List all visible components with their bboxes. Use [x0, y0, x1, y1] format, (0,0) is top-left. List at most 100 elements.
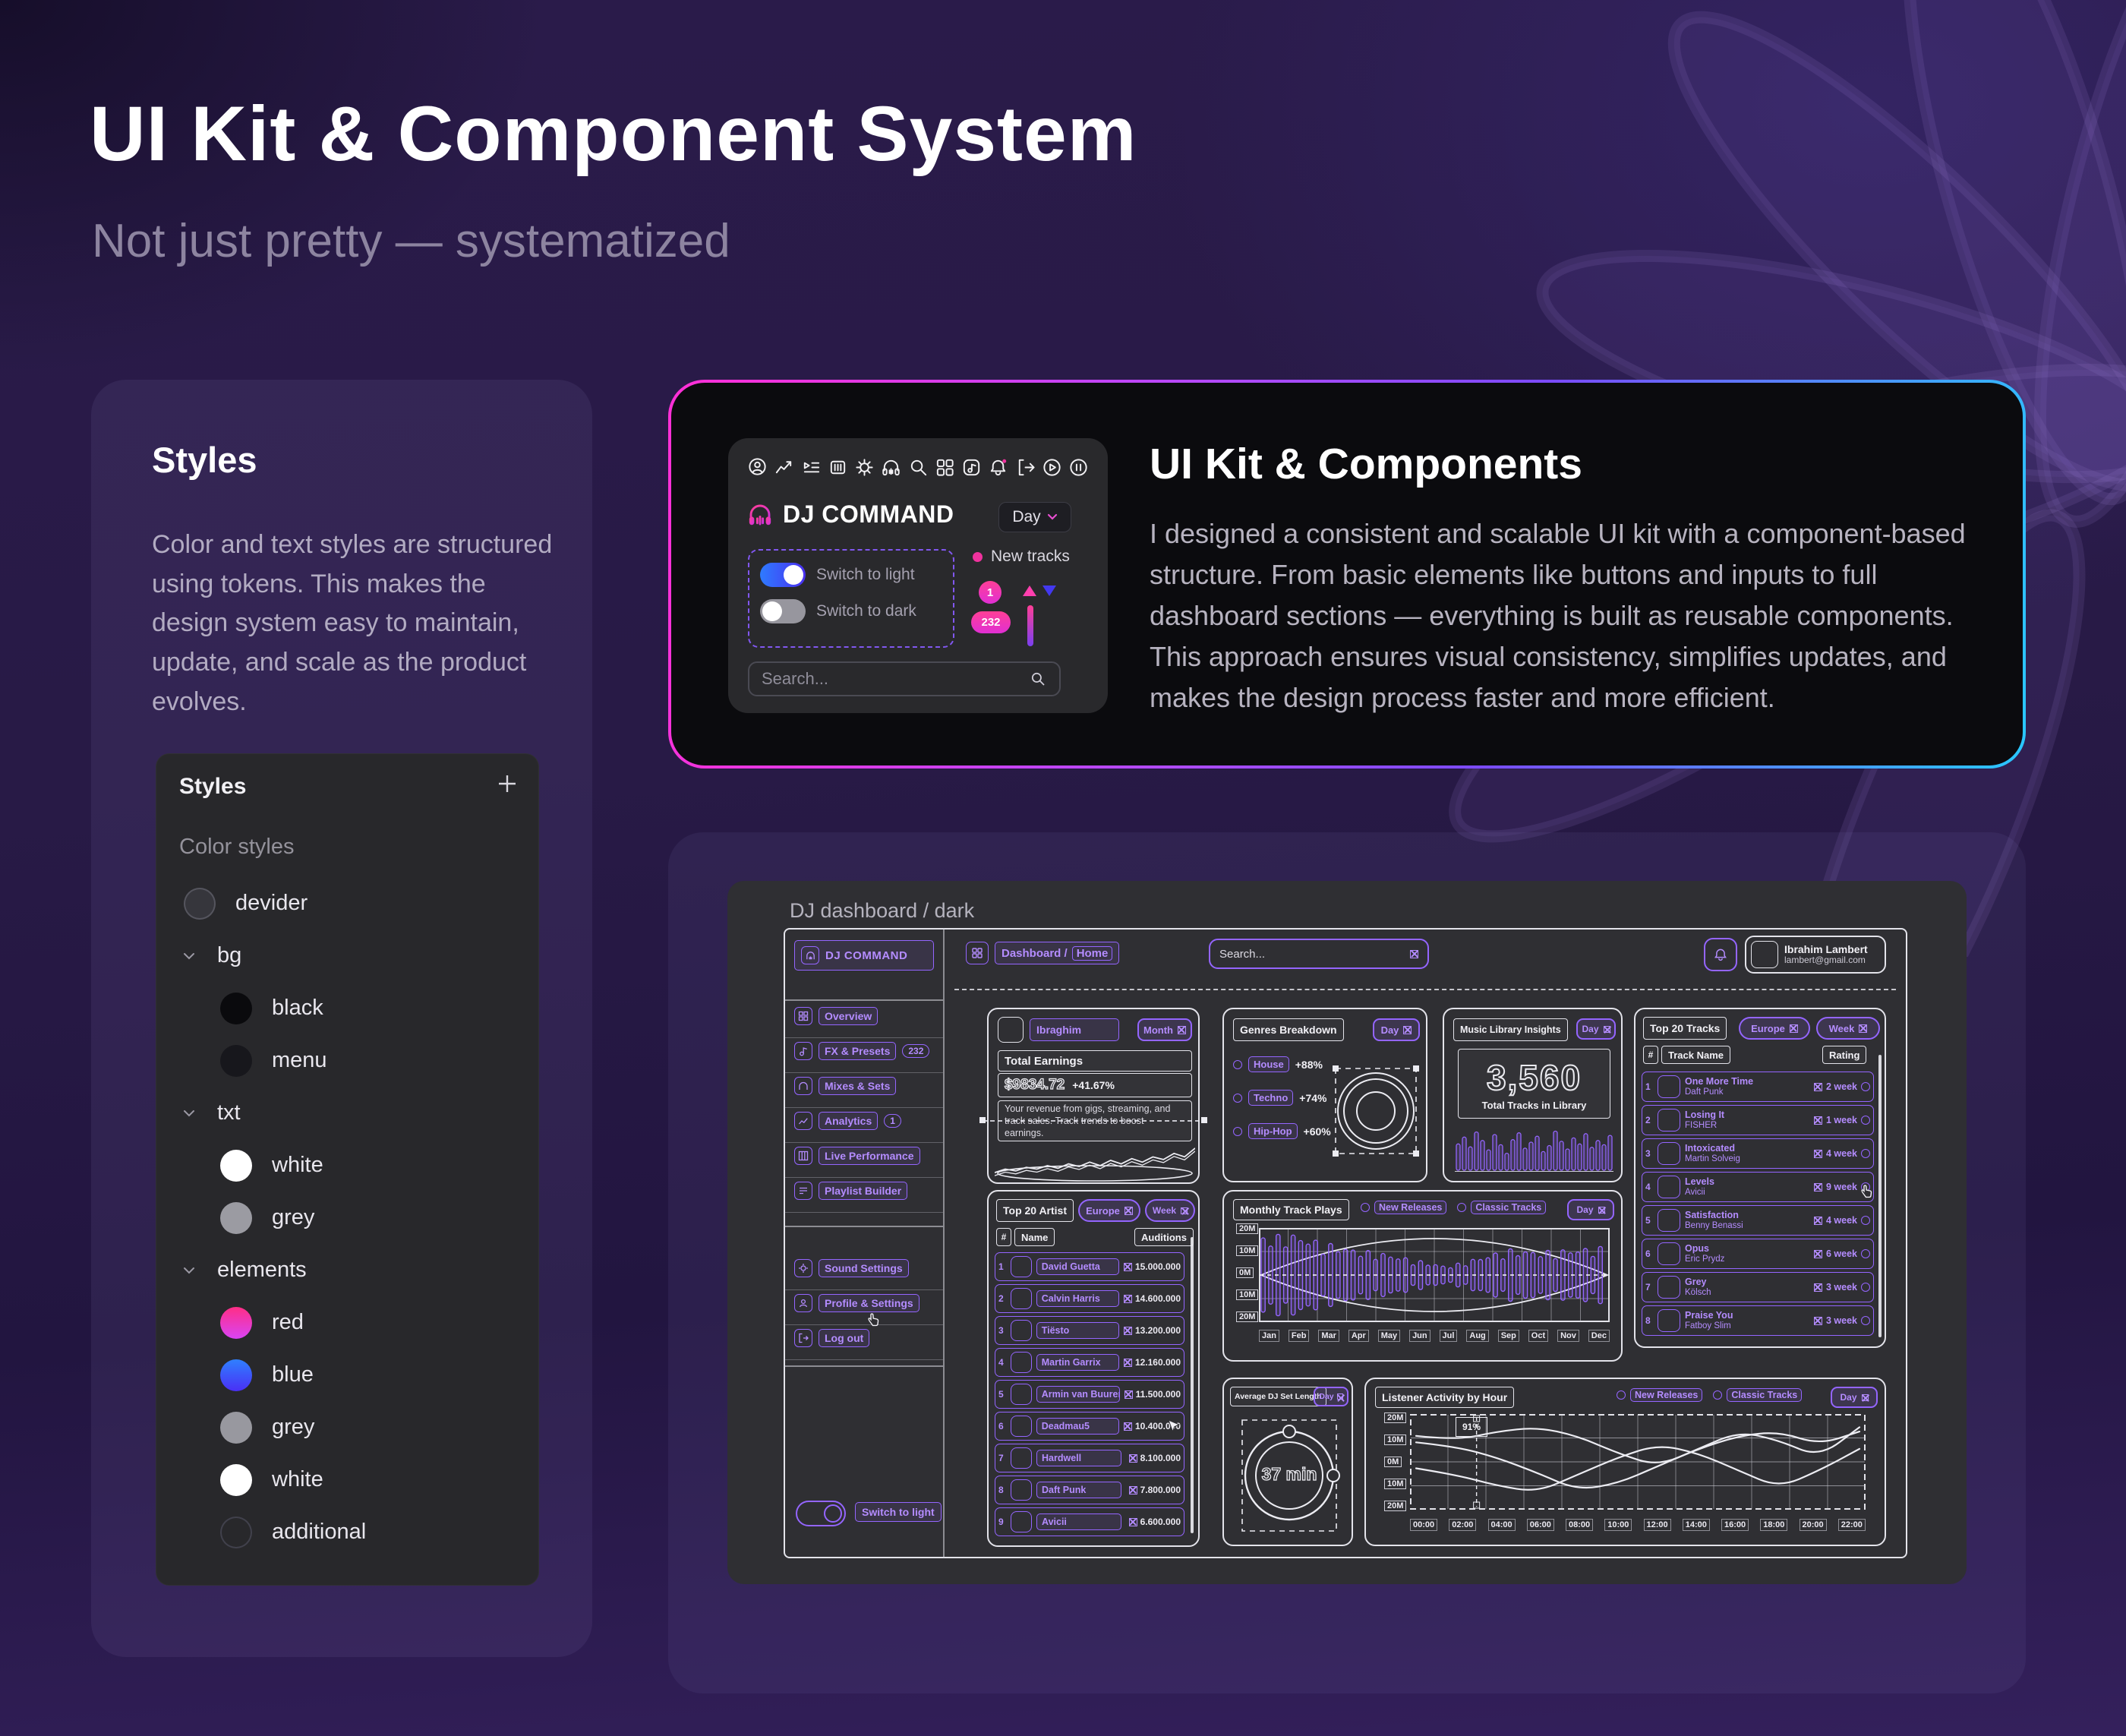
rating-cell: 3 week	[1813, 1315, 1870, 1326]
vertical-slider[interactable]	[1027, 605, 1033, 646]
style-token-row[interactable]: menu	[179, 1034, 523, 1087]
scrollbar[interactable]	[1191, 1237, 1194, 1533]
playlist-icon[interactable]	[800, 456, 822, 478]
axis-tick-label: 0M	[1236, 1267, 1254, 1278]
trend-icon[interactable]	[773, 456, 795, 478]
user-icon[interactable]	[746, 456, 768, 478]
legend-item[interactable]: New Releases	[1361, 1201, 1447, 1214]
day-select[interactable]: Day	[1831, 1387, 1878, 1408]
style-token-row[interactable]: white	[179, 1454, 523, 1506]
style-token-label: blue	[272, 1362, 314, 1387]
artist-name: Fatboy Slim	[1685, 1321, 1731, 1330]
sidebar-item-live-performance[interactable]: Live Performance	[794, 1147, 920, 1165]
gear-icon[interactable]	[853, 456, 875, 478]
bell-button[interactable]	[1704, 938, 1737, 971]
week-select[interactable]: Week	[1145, 1199, 1195, 1222]
style-group-label: txt	[217, 1100, 241, 1125]
play-icon[interactable]	[1041, 456, 1063, 478]
search-icon[interactable]	[907, 456, 929, 478]
style-token-row[interactable]: red	[179, 1296, 523, 1349]
day-select[interactable]: Day	[1567, 1199, 1614, 1220]
axis-tick-label: Sep	[1497, 1330, 1519, 1342]
grid-icon[interactable]	[934, 456, 956, 478]
music-note-icon[interactable]	[960, 456, 983, 478]
style-token-row[interactable]: grey	[179, 1192, 523, 1244]
day-select[interactable]: Day	[998, 502, 1071, 532]
style-token-row[interactable]: additional	[179, 1506, 523, 1558]
headphones-icon[interactable]	[880, 456, 902, 478]
legend-dot-icon	[1713, 1390, 1723, 1400]
bell-icon[interactable]	[987, 456, 1009, 478]
style-token-row[interactable]: bg	[179, 930, 523, 982]
row-num: 7	[998, 1453, 1004, 1463]
sidebar-item-profile-settings[interactable]: Profile & Settings	[794, 1294, 919, 1312]
sidebar-item-log-out[interactable]: Log out	[794, 1329, 870, 1347]
style-token-row[interactable]: grey	[179, 1401, 523, 1454]
checkbox-icon	[1123, 1326, 1132, 1335]
pause-icon[interactable]	[1068, 456, 1090, 478]
light-toggle[interactable]	[760, 563, 806, 587]
style-token-row[interactable]: blue	[179, 1349, 523, 1401]
set-length-gauge	[1241, 1419, 1340, 1532]
legend-item[interactable]: New Releases	[1617, 1388, 1703, 1402]
sidebar-item-overview[interactable]: Overview	[794, 1007, 878, 1025]
style-token-row[interactable]: txt	[179, 1087, 523, 1139]
wireframe-search[interactable]: Search...	[1209, 939, 1429, 969]
day-select[interactable]: Day	[1314, 1387, 1348, 1406]
up-triangle-icon[interactable]	[1023, 586, 1036, 596]
divider	[784, 1212, 943, 1213]
style-token-row[interactable]: white	[179, 1139, 523, 1192]
day-select[interactable]: Day	[1576, 1018, 1616, 1040]
legend-item[interactable]: Classic Tracks	[1457, 1201, 1547, 1214]
sidebar-item-playlist-builder[interactable]: Playlist Builder	[794, 1182, 908, 1200]
week-select[interactable]: Week	[1816, 1017, 1880, 1040]
user-chip[interactable]: Ibrahim Lambert lambert@gmail.com	[1745, 936, 1886, 974]
axis-tick-label: 06:00	[1526, 1519, 1554, 1531]
region-select[interactable]: Europe	[1739, 1017, 1810, 1040]
genre-row[interactable]: Hip-Hop+60%	[1233, 1123, 1331, 1139]
add-style-button[interactable]	[496, 772, 519, 799]
sidebar-item-mixes-sets[interactable]: Mixes & Sets	[794, 1077, 897, 1095]
month-select[interactable]: Month	[1137, 1018, 1192, 1041]
day-select[interactable]: Day	[1373, 1018, 1420, 1041]
sidebar-logo: DJ COMMAND	[794, 940, 934, 971]
down-triangle-icon[interactable]	[1042, 586, 1056, 596]
legend-dot-icon	[1233, 1126, 1242, 1136]
wireframe-theme-toggle[interactable]	[796, 1501, 846, 1526]
style-token-row[interactable]: devider	[179, 877, 523, 930]
search-input[interactable]: Search...	[748, 661, 1061, 696]
artist-name: Daft Punk	[1036, 1482, 1121, 1498]
style-token-row[interactable]: elements	[179, 1244, 523, 1296]
breadcrumb[interactable]: Dashboard / Home	[995, 942, 1120, 964]
scrollbar[interactable]	[1878, 1055, 1882, 1337]
sidebar-item-sound-settings[interactable]: Sound Settings	[794, 1259, 909, 1277]
legend-item[interactable]: Classic Tracks	[1713, 1388, 1803, 1402]
genre-row[interactable]: Techno+74%	[1233, 1090, 1326, 1106]
genre-row[interactable]: House+88%	[1233, 1056, 1323, 1072]
light-toggle-label: Switch to light	[816, 566, 915, 583]
logout-icon[interactable]	[1014, 456, 1036, 478]
style-token-row[interactable]: black	[179, 982, 523, 1034]
region-select[interactable]: Europe	[1078, 1199, 1140, 1222]
dark-toggle[interactable]	[760, 599, 806, 623]
library-icon[interactable]	[827, 456, 849, 478]
